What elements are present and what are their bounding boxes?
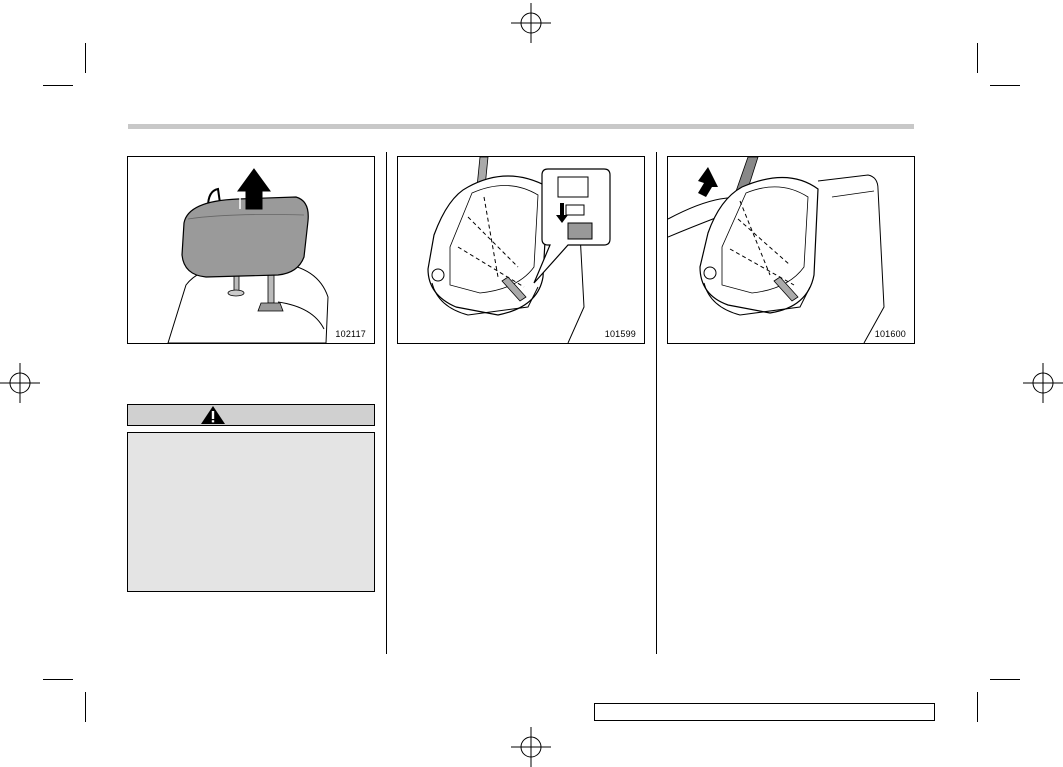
figure-child-seat-buckle: 101599	[397, 156, 645, 344]
crop-mark	[990, 679, 1020, 680]
figure-id: 101599	[604, 329, 636, 339]
child-seat-buckle-illustration	[427, 157, 611, 343]
header-rule	[128, 124, 914, 129]
registration-mark-left	[0, 363, 40, 403]
figure-child-seat-pull: 101600	[667, 156, 915, 344]
crop-mark	[977, 692, 978, 722]
warning-triangle-icon	[201, 406, 225, 424]
page-footer-box	[594, 703, 935, 721]
figure-headrest: 102117	[127, 156, 375, 344]
figure-id: 102117	[335, 329, 366, 339]
column-divider	[386, 152, 387, 654]
crop-mark	[85, 692, 86, 722]
warning-body	[127, 432, 375, 592]
child-seat-pull-illustration	[668, 157, 885, 343]
registration-mark-right	[1023, 363, 1063, 403]
warning-header	[127, 404, 375, 426]
registration-mark-bottom	[511, 727, 551, 767]
registration-mark-top	[511, 3, 551, 43]
crop-mark	[43, 85, 73, 86]
column-divider	[656, 152, 657, 654]
crop-mark	[85, 43, 86, 73]
figure-id: 101600	[874, 329, 906, 339]
headrest-illustration	[167, 168, 329, 343]
crop-mark	[990, 85, 1020, 86]
crop-mark	[977, 43, 978, 73]
crop-mark	[43, 679, 73, 680]
